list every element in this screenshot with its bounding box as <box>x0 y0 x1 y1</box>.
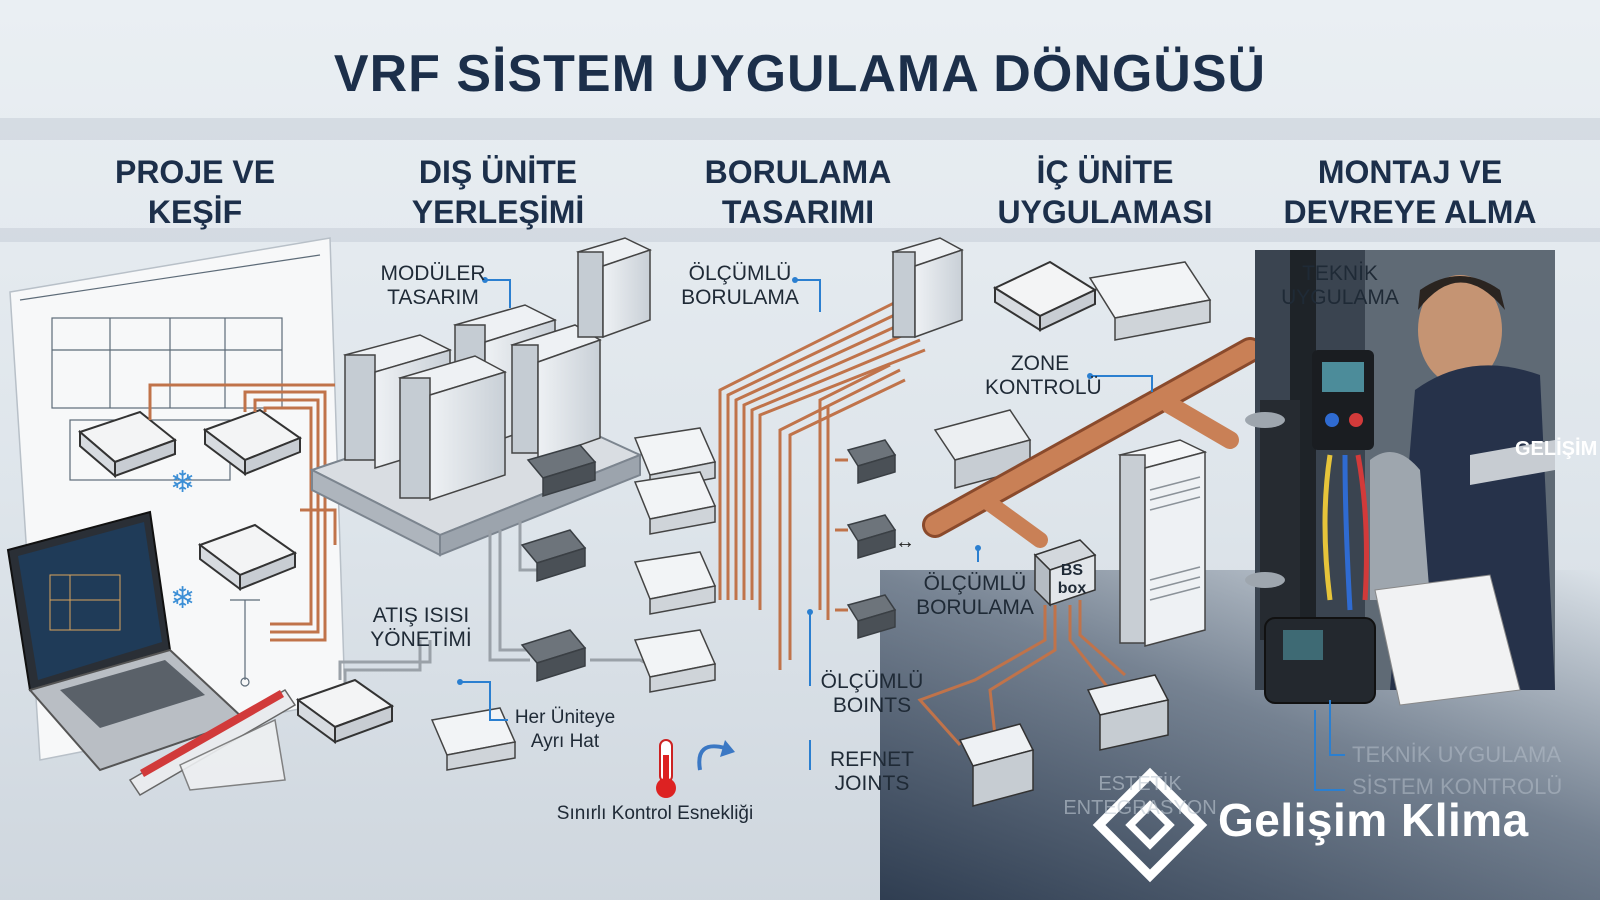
background-beam <box>0 228 1600 242</box>
snowflake-icon: ❄ <box>170 582 195 615</box>
wall-unit-icon <box>633 629 717 693</box>
brand-name: Gelişim Klima <box>1218 794 1529 846</box>
rotate-arrow-icon <box>720 740 735 757</box>
label-teknik-uygulama-ghost: TEKNİK UYGULAMA <box>1352 742 1562 767</box>
technician-photo: GELİŞİM <box>1245 250 1597 706</box>
thermometer-icon <box>656 739 676 798</box>
snowflake-icon: ❄ <box>170 466 195 499</box>
cassette-unit-icon <box>78 410 178 479</box>
double-arrow-icon: ↔ <box>895 531 915 553</box>
wall-unit-icon <box>1086 674 1170 751</box>
copper-pipe <box>917 600 1126 746</box>
wall-unit-icon <box>958 723 1035 807</box>
background-beam <box>0 118 1600 140</box>
copper-pipe <box>148 383 337 642</box>
laptop-icon <box>6 510 247 772</box>
outdoor-unit-icon <box>510 324 602 462</box>
cassette-unit-icon <box>197 523 298 591</box>
wall-unit-icon <box>430 707 517 771</box>
label-sinirli-kontrol: Sınırlı Kontrol Esnekliği <box>556 803 754 824</box>
brand: Gelişim Klima <box>1108 780 1529 860</box>
floor-standing-unit-icon <box>1117 439 1208 647</box>
label-sistem-kontrolu-ghost: SİSTEM KONTROLÜ <box>1352 774 1563 799</box>
rotate-arrow-icon <box>697 744 726 771</box>
label-connector <box>460 279 1345 791</box>
ruler-icon <box>128 688 297 797</box>
ducted-unit-icon <box>933 409 1032 489</box>
cassette-unit-icon <box>992 260 1098 332</box>
branch-box-icon <box>520 439 897 683</box>
vest-logo-text: GELİŞİM <box>1515 437 1597 460</box>
outdoor-unit-icon <box>398 355 507 502</box>
gelisim-logo-icon <box>1092 767 1208 883</box>
label-dot <box>457 277 1093 685</box>
bs-box-icon <box>1033 539 1097 607</box>
page-title: VRF SİSTEM UYGULAMA DÖNGÜSÜ <box>333 45 1267 103</box>
cassette-unit-icon <box>295 678 395 744</box>
copper-pipe <box>718 298 926 670</box>
outdoor-unit-icon <box>576 237 652 339</box>
outdoor-unit-icon <box>891 237 964 339</box>
wall-unit-icon <box>633 471 717 535</box>
wall-unit-icon <box>633 551 717 615</box>
main-copper-pipe <box>922 337 1263 548</box>
cassette-unit-icon <box>202 408 303 476</box>
wall-unit-icon <box>1088 261 1212 341</box>
